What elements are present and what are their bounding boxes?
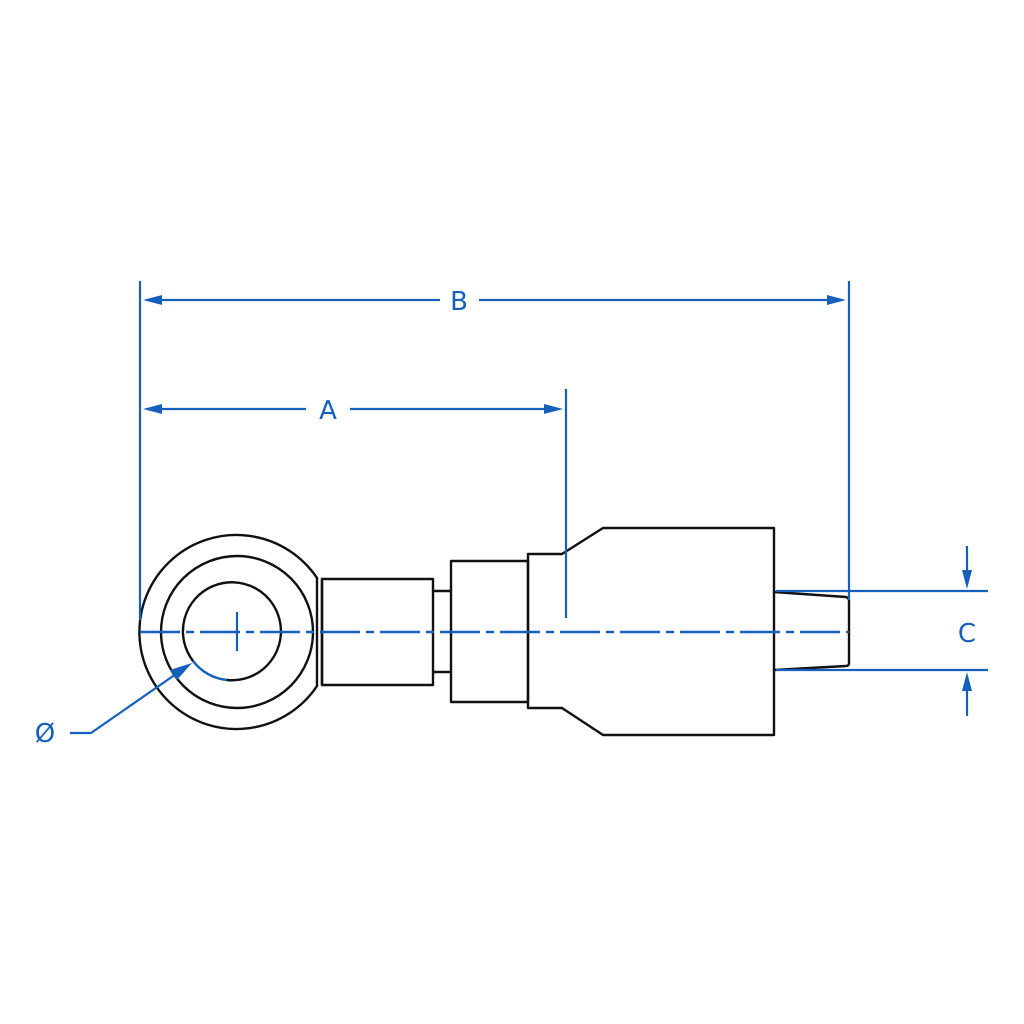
arrow-up-icon — [962, 672, 972, 691]
leader-arrow-icon — [170, 663, 192, 680]
diameter-callout: Ø — [35, 663, 192, 749]
dimension-c-label: C — [958, 619, 976, 649]
dimension-c: C — [776, 546, 988, 716]
arrow-left-icon — [143, 295, 162, 305]
banjo-bore-circle — [181, 581, 283, 682]
dimension-b-label: B — [450, 287, 468, 317]
banjo-outer-ring — [138, 533, 319, 731]
banjo-bore-highlight-arc — [192, 660, 228, 682]
diameter-label: Ø — [35, 719, 55, 749]
ferrule-sleeve — [526, 526, 776, 737]
arrow-down-icon — [962, 570, 972, 589]
dimension-b: B — [138, 281, 851, 620]
dimension-a: A — [143, 389, 568, 618]
arrow-right-icon — [544, 404, 563, 414]
dimension-a-label: A — [319, 396, 337, 426]
arrow-left-icon — [143, 404, 162, 414]
arrow-right-icon — [827, 295, 846, 305]
